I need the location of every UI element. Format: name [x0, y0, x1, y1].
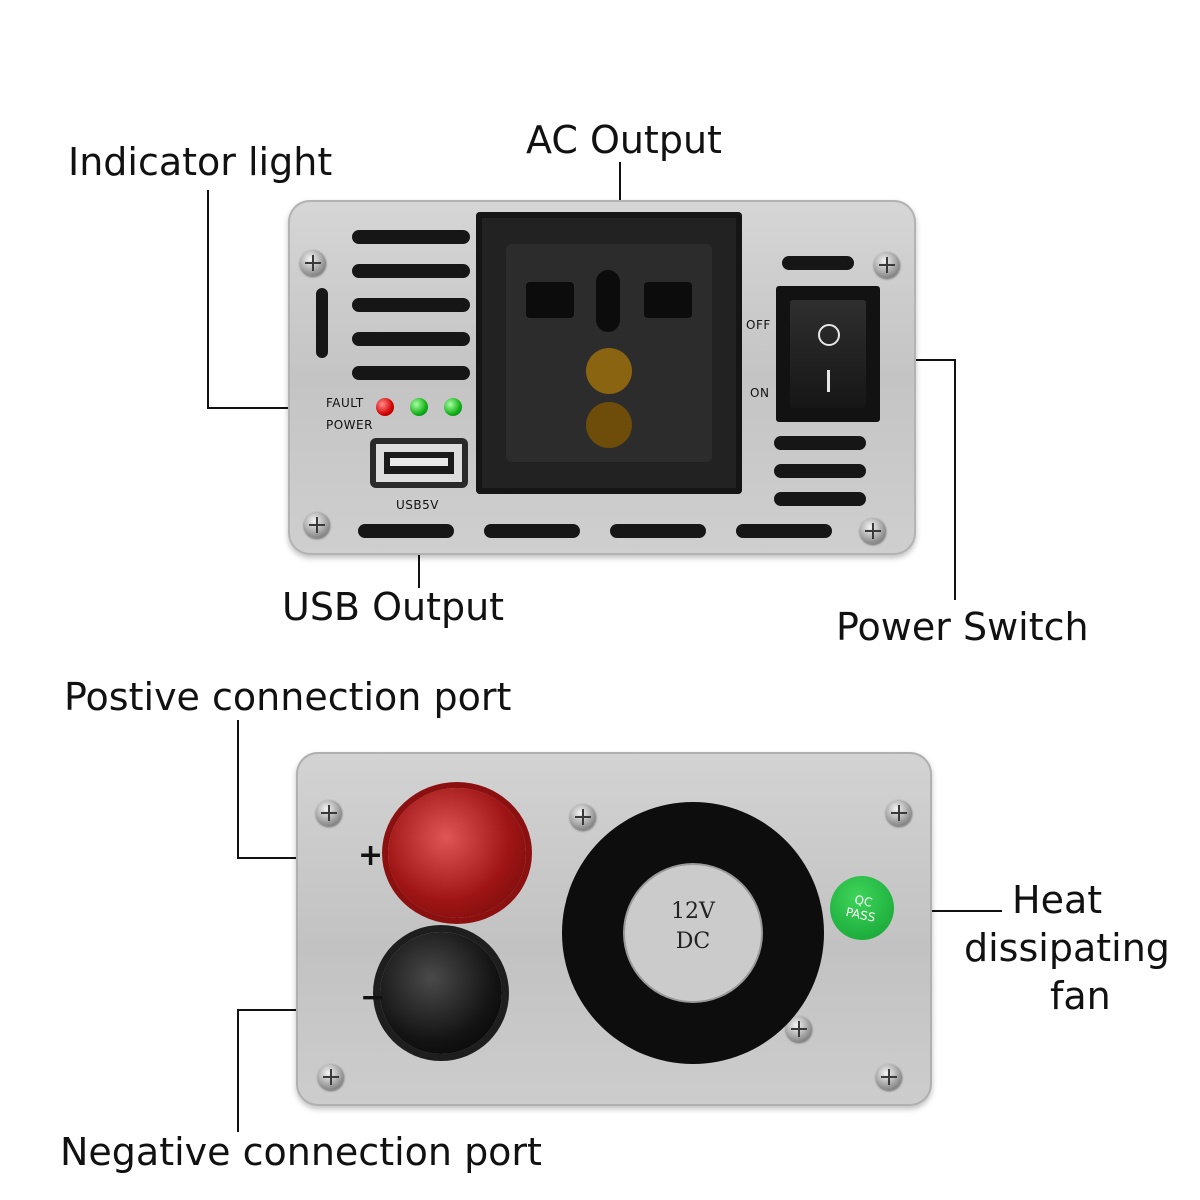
usb-tongue	[390, 458, 448, 466]
socket-hole-center	[596, 270, 620, 332]
negative-port-label: Negative connection port	[60, 1130, 542, 1174]
vent-slot	[774, 492, 866, 506]
vent-slot	[774, 464, 866, 478]
heat-fan-line1: Heat	[1012, 878, 1103, 922]
negative-sign: −	[360, 980, 386, 1015]
screw-icon	[300, 250, 326, 276]
switch-off-symbol-icon	[818, 324, 840, 346]
ac-socket-face	[506, 244, 712, 462]
vent-slot	[352, 332, 470, 346]
heat-fan-line2: dissipating	[964, 926, 1170, 970]
power-switch[interactable]	[776, 286, 880, 422]
screw-icon	[570, 804, 596, 830]
screw-icon	[874, 252, 900, 278]
power-led-icon	[410, 398, 428, 416]
vent-slot	[352, 366, 470, 380]
screw-icon	[316, 800, 342, 826]
heat-fan-label: Heat dissipating fan	[964, 876, 1184, 1020]
ac-output-label: AC Output	[526, 118, 722, 162]
usb-rating-label: USB5V	[396, 498, 439, 512]
vent-slot	[358, 524, 454, 538]
power-switch-label: Power Switch	[836, 605, 1089, 649]
screw-icon	[318, 1064, 344, 1090]
usb-output-label: USB Output	[282, 585, 505, 629]
fault-led-icon	[376, 398, 394, 416]
power-label: POWER	[326, 418, 373, 432]
vent-slot	[352, 298, 470, 312]
fault-label: FAULT	[326, 396, 364, 410]
socket-hole-earth-bottom	[586, 402, 632, 448]
negative-terminal[interactable]	[380, 932, 502, 1054]
positive-port-label: Postive connection port	[64, 675, 512, 719]
socket-hole-right	[644, 282, 692, 318]
positive-terminal[interactable]	[388, 788, 526, 918]
switch-on-label: ON	[750, 386, 770, 400]
usb-output-port[interactable]	[370, 438, 468, 488]
ac-output-socket[interactable]	[476, 212, 742, 494]
vent-slot	[484, 524, 580, 538]
fan-type-label: DC	[675, 929, 711, 954]
vent-slot	[774, 436, 866, 450]
vent-slot	[736, 524, 832, 538]
socket-hole-earth-top	[586, 348, 632, 394]
switch-off-label: OFF	[746, 318, 771, 332]
screw-icon	[304, 512, 330, 538]
vent-slot	[352, 264, 470, 278]
positive-sign: +	[358, 838, 384, 873]
vent-slot	[316, 288, 328, 358]
screw-icon	[876, 1064, 902, 1090]
vent-slot	[610, 524, 706, 538]
screw-icon	[860, 518, 886, 544]
vent-slot	[782, 256, 854, 270]
switch-on-symbol-icon	[827, 370, 830, 392]
indicator-light-label: Indicator light	[68, 140, 333, 184]
inverter-back-panel: + − 12V DC QC PASS	[296, 752, 932, 1106]
fan-voltage-label: 12V	[671, 899, 715, 924]
screw-icon	[886, 800, 912, 826]
power-led-icon	[444, 398, 462, 416]
heat-fan-line3: fan	[1050, 974, 1111, 1018]
inverter-front-panel: FAULT POWER USB5V OFF ON	[288, 200, 916, 555]
power-switch-rocker[interactable]	[790, 300, 866, 408]
qc-pass-badge: QC PASS	[824, 870, 900, 946]
socket-hole-left	[526, 282, 574, 318]
fan-hub: 12V DC	[625, 865, 761, 1001]
vent-slot	[352, 230, 470, 244]
cooling-fan: 12V DC	[562, 802, 824, 1064]
